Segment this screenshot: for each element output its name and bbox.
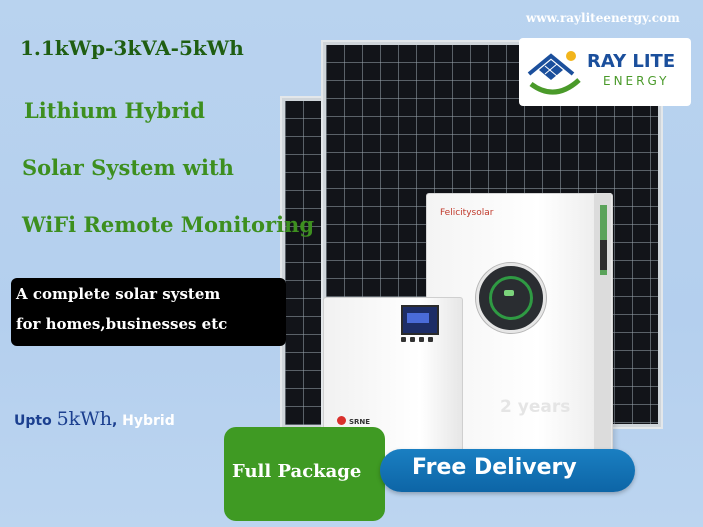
headline-line-2: Solar System with — [22, 155, 234, 180]
capacity-value: 5kWh — [56, 408, 112, 430]
inverter-round-display — [476, 263, 546, 333]
description-line-1: A complete solar system — [16, 285, 221, 303]
headline-line-1: Lithium Hybrid — [24, 98, 205, 123]
inverter-button — [410, 337, 415, 342]
capacity-prefix: Upto — [14, 413, 57, 429]
inverter-lcd-screen — [401, 305, 439, 335]
capacity-text: Upto 5kWh, Hybrid — [14, 408, 175, 430]
description-line-2: for homes,businesses etc — [16, 315, 228, 333]
brand-name: RAY LITE — [587, 51, 676, 72]
inverter-button — [428, 337, 433, 342]
warranty-text: 2 years — [500, 397, 571, 417]
inverter-button — [419, 337, 424, 342]
inverter-button — [401, 337, 406, 342]
capacity-separator: , — [111, 413, 123, 429]
free-delivery-button[interactable] — [380, 449, 635, 492]
system-spec: 1.1kWp-3kVA-5kWh — [20, 36, 244, 60]
brand-logo: RAY LITE ENERGY — [519, 38, 691, 106]
description-box — [11, 278, 286, 346]
srne-logo-icon — [337, 416, 346, 425]
inverter-brand-label: Felicitysolar — [440, 208, 494, 218]
solar-house-logo-icon — [527, 51, 581, 95]
free-delivery-label: Free Delivery — [412, 455, 577, 480]
capacity-type: Hybrid — [122, 413, 175, 429]
website-url[interactable]: www.rayliteenergy.com — [526, 11, 680, 25]
full-package-label: Full Package — [232, 461, 362, 482]
small-inverter-brand: SRNE — [349, 418, 371, 426]
headline-line-3: WiFi Remote Monitoring — [22, 212, 315, 237]
brand-subname: ENERGY — [603, 74, 670, 88]
full-package-badge[interactable] — [224, 427, 385, 521]
battery-indicator-dark — [600, 240, 607, 270]
